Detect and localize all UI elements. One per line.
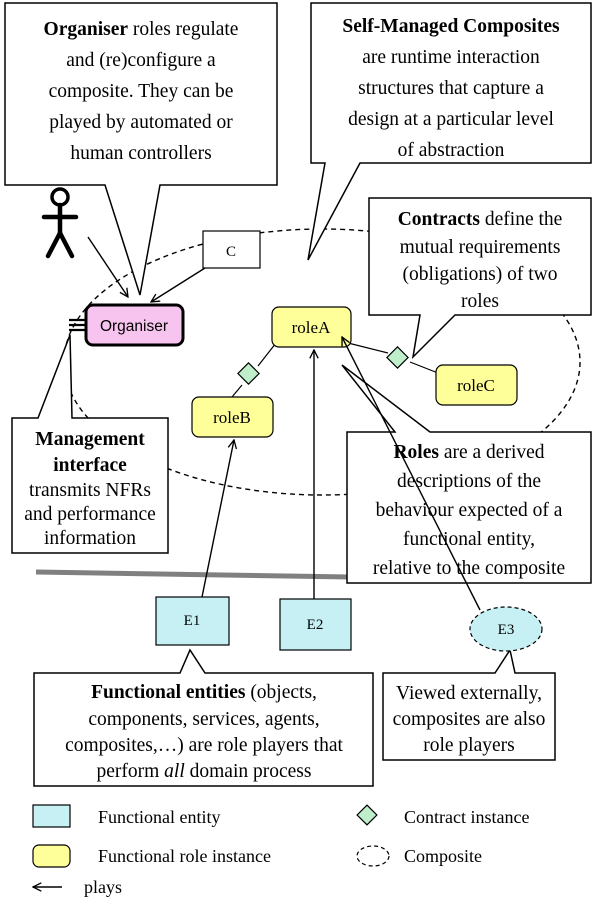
svg-text:played by automated or: played by automated or (49, 112, 233, 133)
e3-plays-rolea-arrow (342, 337, 481, 611)
composite-boundary (63, 228, 581, 496)
legend-functional-entity-label: Functional entity (98, 807, 220, 827)
svg-text:composites are also: composites are also (393, 709, 546, 730)
entity-e2-label: E2 (307, 617, 324, 633)
svg-text:(obligations) of two: (obligations) of two (403, 264, 558, 285)
contract-instance-ac (386, 346, 409, 369)
svg-text:information: information (44, 528, 136, 549)
legend-plays-label: plays (84, 877, 122, 897)
contract-links (231, 342, 439, 398)
svg-text:mutual requirements: mutual requirements (400, 237, 561, 258)
management-callout: Management interface transmits NFRs and … (11, 334, 169, 554)
svg-text:behaviour expected of a: behaviour expected of a (376, 500, 563, 521)
organiser-role-label: Organiser (100, 318, 168, 335)
svg-text:Organiser roles regulate: Organiser roles regulate (44, 19, 239, 40)
svg-text:descriptions of the: descriptions of the (397, 471, 541, 492)
legend-functional-entity-swatch (32, 804, 71, 828)
controller-c-box (202, 230, 261, 269)
legend-contract-instance-swatch (356, 804, 378, 826)
entity-e3-composite (469, 606, 543, 652)
contract-instance-ab (237, 362, 260, 385)
legend-composite-swatch (356, 845, 390, 867)
svg-text:Management: Management (35, 429, 145, 450)
svg-text:and performance: and performance (24, 504, 156, 525)
svg-text:relative to the composite: relative to the composite (373, 558, 565, 579)
svg-text:of abstraction: of abstraction (398, 140, 505, 161)
role-b-label: roleB (213, 408, 251, 427)
svg-text:structures that capture a: structures that capture a (358, 78, 544, 99)
svg-text:transmits NFRs: transmits NFRs (29, 480, 151, 501)
controller-c-label: C (226, 244, 236, 260)
svg-text:composite. They can be: composite. They can be (49, 81, 234, 102)
entity-e3-label: E3 (498, 622, 515, 638)
legend: Functional entity Contract instance Func… (32, 804, 529, 897)
legend-role-instance-swatch (32, 844, 71, 868)
organiser-callout: Organiser roles regulate and (re)configu… (4, 2, 278, 296)
role-c (435, 364, 518, 406)
legend-role-instance-label: Functional role instance (98, 846, 271, 866)
svg-text:Contracts define the: Contracts define the (398, 209, 563, 230)
svg-text:functional entity,: functional entity, (403, 529, 535, 550)
role-c-label: roleC (457, 376, 495, 395)
entity-e2 (279, 598, 352, 651)
legend-composite-label: Composite (404, 846, 482, 866)
svg-text:interface: interface (53, 455, 127, 476)
svg-text:and (re)configure a: and (re)configure a (66, 50, 216, 71)
svg-text:composites,…) are role players: composites,…) are role players that (65, 735, 343, 756)
role-a-label: roleA (292, 318, 331, 337)
contracts-callout: Contracts define the mutual requirements… (368, 197, 592, 360)
entity-e1 (155, 596, 230, 646)
svg-text:are runtime interaction: are runtime interaction (362, 47, 540, 68)
e1-plays-roleb-arrow (201, 440, 234, 598)
roles-callout: Roles are a derived descriptions of the … (341, 364, 592, 584)
external-view-callout: Viewed externally, composites are also r… (382, 648, 556, 761)
svg-text:Self-Managed Composites: Self-Managed Composites (342, 16, 560, 37)
svg-text:roles: roles (461, 291, 499, 312)
svg-text:role players: role players (423, 735, 515, 756)
c-plays-organiser-arrow (151, 267, 206, 302)
svg-text:Viewed externally,: Viewed externally, (396, 683, 542, 704)
role-a (271, 306, 352, 348)
management-port-icon (69, 318, 86, 332)
composites-callout: Self-Managed Composites are runtime inte… (307, 2, 592, 261)
entity-e1-label: E1 (184, 613, 201, 629)
legend-contract-instance-label: Contract instance (404, 807, 529, 827)
svg-text:design at a particular level: design at a particular level (348, 109, 554, 130)
svg-text:human controllers: human controllers (70, 143, 211, 164)
human-plays-organiser-arrow (87, 236, 128, 297)
role-b (191, 396, 274, 438)
svg-text:components, services, agents,: components, services, agents, (88, 709, 319, 730)
human-controller-icon (41, 187, 79, 259)
svg-text:Functional entities (objects,: Functional entities (objects, (91, 682, 317, 703)
functional-entities-callout: Functional entities (objects, components… (33, 648, 374, 787)
svg-text:Roles are a derived: Roles are a derived (393, 442, 544, 463)
svg-text:perform all domain process: perform all domain process (96, 761, 311, 782)
